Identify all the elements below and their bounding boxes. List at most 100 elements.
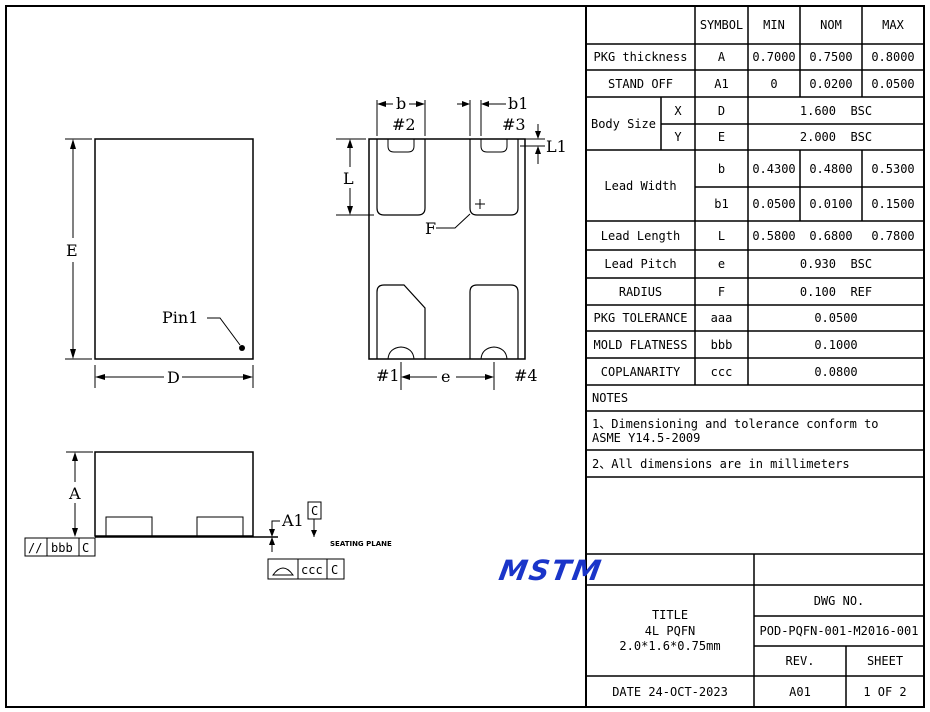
header-symbol: SYMBOL — [699, 18, 744, 32]
max-cell: 0.7800 — [871, 228, 915, 243]
dim-e-label: e — [441, 367, 450, 386]
svg-text:MSTM: MSTM — [497, 554, 606, 587]
dim-b-label: b — [396, 94, 406, 113]
symbol-cell: b1 — [714, 197, 729, 211]
dwg-no-label: DWG NO. — [813, 593, 865, 608]
fcf-coplanarity: ccc C — [267, 558, 345, 580]
pin2-label: #2 — [392, 115, 416, 134]
max-cell: 0.5300 — [871, 161, 915, 176]
min-cell: 0.7000 — [752, 50, 796, 64]
max-cell: 0.1500 — [871, 197, 915, 211]
dim-D-label: D — [167, 368, 180, 387]
pad-4 — [469, 284, 519, 359]
symbol-cell: D — [717, 103, 726, 118]
pin1-label: Pin1 — [162, 308, 198, 327]
nom-cell: 0.6800 — [809, 228, 853, 243]
pin4-num-label: #4 — [514, 366, 538, 385]
span-cell: 0.1000 — [814, 337, 858, 352]
pad-3 — [469, 139, 519, 216]
svg-text:C: C — [331, 563, 338, 577]
seating-plane-label: SEATING PLANE — [330, 540, 392, 548]
rev-value: A01 — [789, 684, 811, 699]
param-pkg-tolerance: PKG TOLERANCE — [593, 311, 688, 325]
side-lead-right — [196, 516, 244, 538]
dim-E-label: E — [66, 241, 78, 260]
note-1: 1、Dimensioning and tolerance conform to … — [592, 416, 879, 445]
span-cell: 2.000 BSC — [799, 130, 873, 144]
svg-text:C: C — [311, 504, 318, 518]
sheet-label: SHEET — [866, 654, 904, 668]
sheet-border — [5, 5, 925, 708]
side-view: A A1 C SEATING PLANE // bbb C ccc C — [24, 451, 392, 580]
date-value: DATE 24-OCT-2023 — [612, 684, 728, 699]
title-line-2: 2.0*1.6*0.75mm — [619, 639, 721, 653]
svg-text:bbb: bbb — [51, 541, 73, 555]
notes-heading: NOTES — [592, 391, 629, 405]
span-cell: 1.600 BSC — [799, 103, 873, 118]
span-cell: 0.0800 — [814, 364, 858, 379]
param-lead-pitch: Lead Pitch — [604, 257, 677, 271]
sub-x: X — [674, 103, 682, 118]
spec-table-grid — [586, 6, 924, 707]
param-body-size: Body Size — [590, 116, 657, 131]
dim-b1-label: b1 — [508, 94, 528, 113]
svg-text:C: C — [82, 541, 89, 555]
dim-L1-label: L1 — [546, 137, 567, 156]
symbol-cell: A1 — [714, 76, 729, 91]
symbol-cell: E — [717, 130, 726, 144]
nom-cell: 0.4800 — [809, 161, 853, 176]
profile-surface-icon — [272, 567, 294, 576]
pin1-dot — [239, 345, 245, 351]
header-max: MAX — [882, 18, 904, 32]
min-cell: 0.0500 — [752, 197, 796, 211]
nom-cell: 0.0200 — [809, 76, 853, 91]
min-cell: 0.5800 — [752, 228, 796, 243]
title-label: TITLE — [651, 608, 689, 622]
title-line-1: 4L PQFN — [644, 623, 696, 638]
symbol-cell: b — [717, 161, 726, 176]
nom-cell: 0.7500 — [809, 50, 853, 64]
side-lead-left — [105, 516, 153, 538]
max-cell: 0.8000 — [871, 50, 915, 64]
min-cell: 0.4300 — [752, 161, 796, 176]
min-cell: 0 — [770, 76, 778, 91]
symbol-cell: ccc — [710, 364, 733, 379]
fcf-parallelism: // bbb C — [24, 537, 96, 557]
symbol-cell: aaa — [710, 311, 733, 325]
pin3-label: #3 — [502, 115, 526, 134]
pad-2 — [376, 139, 426, 216]
rev-label: REV. — [785, 654, 815, 668]
symbol-cell: bbb — [710, 337, 733, 352]
span-cell: 0.930 BSC — [799, 257, 873, 271]
param-lead-length: Lead Length — [600, 228, 681, 243]
pin1-num-label: #1 — [376, 366, 400, 385]
dim-A-label: A — [68, 484, 81, 503]
header-min: MIN — [763, 18, 785, 32]
mstm-logo: MSTM — [497, 554, 606, 587]
param-mold-flatness: MOLD FLATNESS — [593, 337, 688, 352]
top-view: E D Pin1 — [65, 138, 254, 388]
symbol-cell: F — [717, 284, 726, 299]
bottom-view: b #2 b1 #3 L1 L F — [336, 94, 567, 390]
sub-y: Y — [674, 130, 682, 144]
svg-text://: // — [28, 541, 42, 555]
note-2: 2、All dimensions are in millimeters — [592, 456, 850, 471]
dim-F-label: F — [425, 219, 436, 238]
svg-text:ccc: ccc — [301, 563, 323, 577]
max-cell: 0.0500 — [871, 76, 915, 91]
param-pkg-thickness: PKG thickness — [593, 50, 688, 64]
header-nom: NOM — [820, 18, 842, 32]
dim-A1-label: A1 — [281, 511, 304, 530]
dim-L-label: L — [343, 169, 354, 188]
sheet-value: 1 OF 2 — [863, 684, 907, 699]
dwg-no-value: POD-PQFN-001-M2016-001 — [759, 624, 919, 638]
symbol-cell: e — [717, 257, 726, 271]
span-cell: 0.100 REF — [799, 284, 873, 299]
nom-cell: 0.0100 — [809, 197, 853, 211]
param-lead-width: Lead Width — [604, 178, 677, 193]
pad-1 — [376, 284, 426, 359]
span-cell: 0.0500 — [814, 311, 858, 325]
param-coplanarity: COPLANARITY — [600, 364, 681, 379]
param-stand-off: STAND OFF — [607, 76, 674, 91]
